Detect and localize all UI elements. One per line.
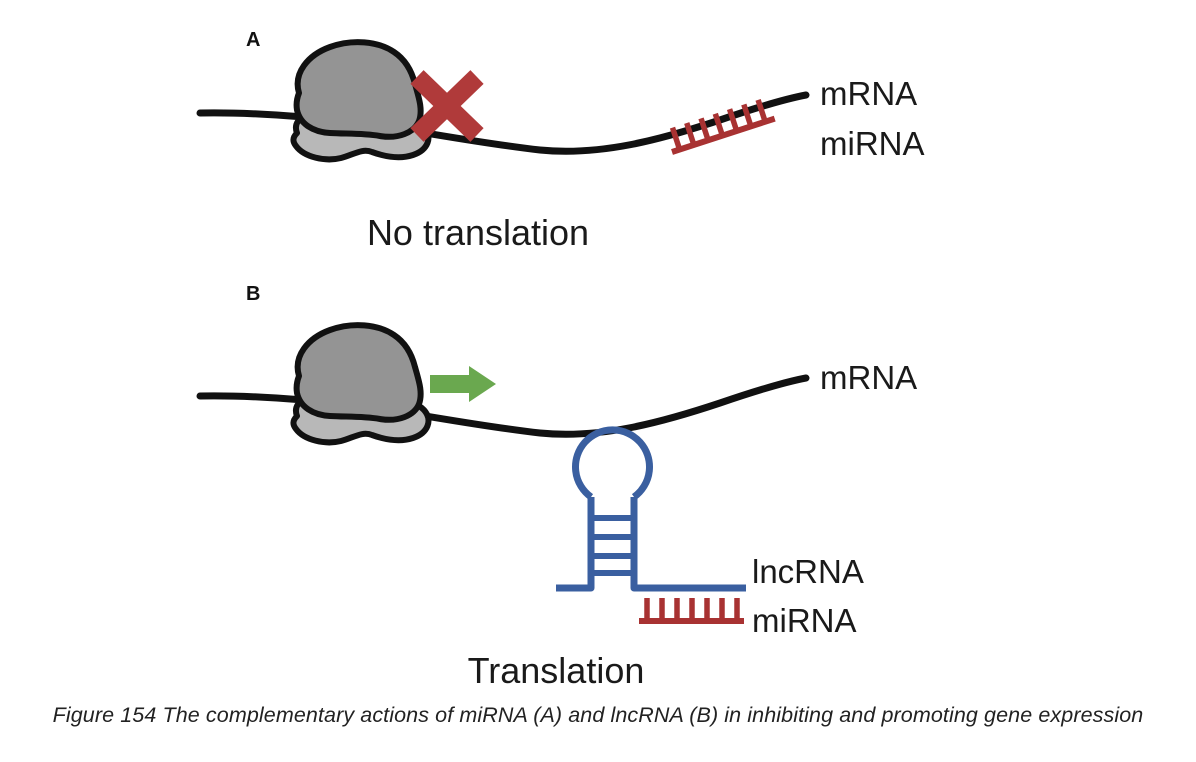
panel-b-lncrna-right-strand [630, 497, 746, 592]
panel-a-block-x-icon [410, 70, 484, 142]
panel-b-mirna-ticks [644, 598, 740, 621]
panel-b-lncrna-rungs [591, 515, 634, 576]
panel-a-group: A [196, 29, 925, 253]
panel-b-lncrna-loop [572, 426, 653, 500]
panel-a-mirna-duplex [669, 98, 776, 155]
panel-b-ribosome-large-subunit [293, 322, 424, 423]
panel-a-ribosome-large-subunit [293, 39, 424, 140]
panel-b-lncrna-hairpin [556, 426, 746, 592]
panel-b-lncrna-label: lncRNA [752, 553, 864, 590]
panel-b-mirna-duplex [639, 598, 744, 624]
panel-b-group: B [196, 283, 917, 691]
panel-a-mirna-label: miRNA [820, 125, 925, 162]
panel-b-mrna-label: mRNA [820, 359, 917, 396]
panel-a-mirna-ticks [669, 98, 768, 151]
panel-b-outcome-label: Translation [468, 650, 645, 691]
panel-a-outcome-label: No translation [367, 212, 589, 253]
panel-b-mirna-label: miRNA [752, 602, 857, 639]
panel-a-mrna-label: mRNA [820, 75, 917, 112]
panel-a-letter: A [246, 29, 260, 51]
panel-b-lncrna-left-strand [556, 497, 595, 592]
panel-b-translation-arrow-icon [430, 366, 496, 402]
figure-caption: Figure 154 The complementary actions of … [52, 703, 1144, 727]
panel-b-letter: B [246, 283, 260, 305]
